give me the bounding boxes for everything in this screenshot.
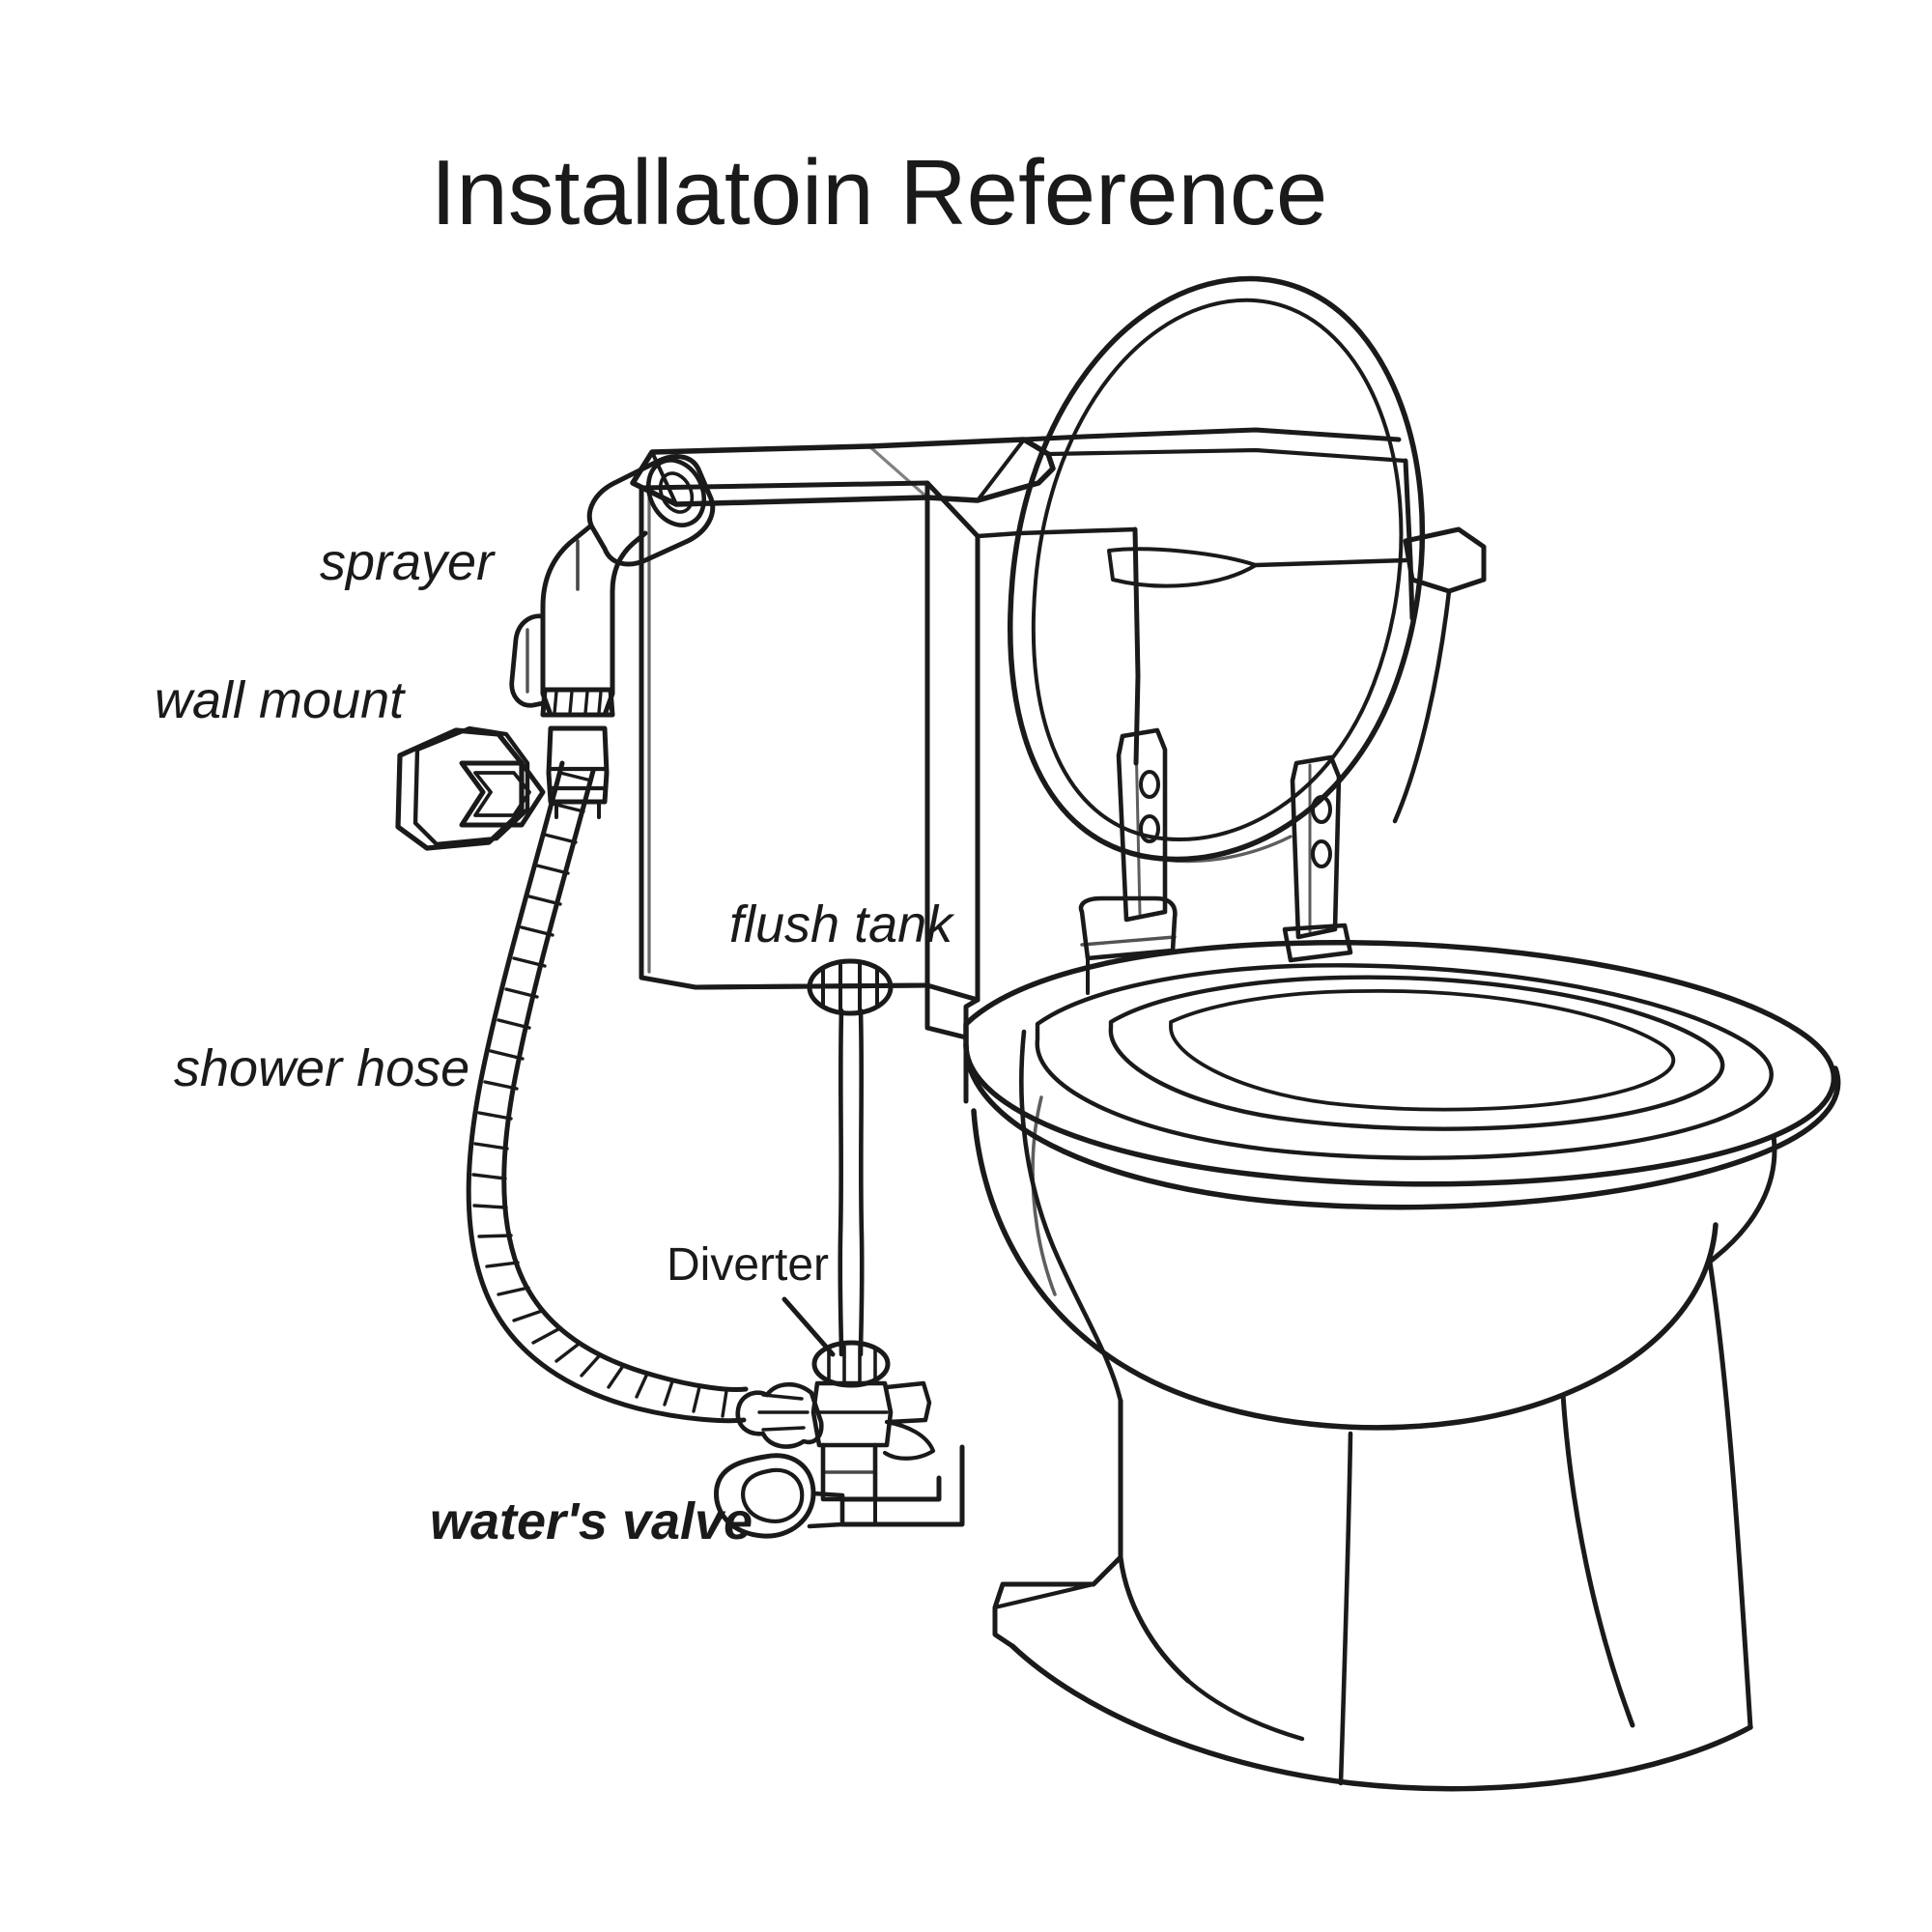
toilet-lid-tab xyxy=(1392,526,1487,824)
toilet-base xyxy=(992,1259,1753,1792)
angle-stop-valve xyxy=(714,1444,965,1539)
page-title: Installatoin Reference xyxy=(431,141,1328,244)
sprayer-head xyxy=(509,454,716,718)
label-flush-tank: flush tank xyxy=(729,895,955,953)
label-diverter: Diverter xyxy=(667,1239,829,1291)
toilet-seat xyxy=(963,939,1837,1187)
toilet-left-profile xyxy=(924,982,1123,1404)
seat-hinge-left xyxy=(1078,727,1178,995)
seat-hinge-right xyxy=(1282,754,1353,963)
label-waters-valve: water's valve xyxy=(430,1492,753,1550)
wall-mount-bracket xyxy=(395,725,546,851)
label-sprayer: sprayer xyxy=(320,533,496,591)
label-wall-mount: wall mount xyxy=(155,671,406,729)
label-shower-hose: shower hose xyxy=(174,1039,469,1097)
shower-hose-line xyxy=(466,760,749,1424)
diverter-leader-line xyxy=(781,1296,836,1357)
sprayer-coupling xyxy=(546,725,610,819)
toilet-lid xyxy=(1008,275,1426,864)
